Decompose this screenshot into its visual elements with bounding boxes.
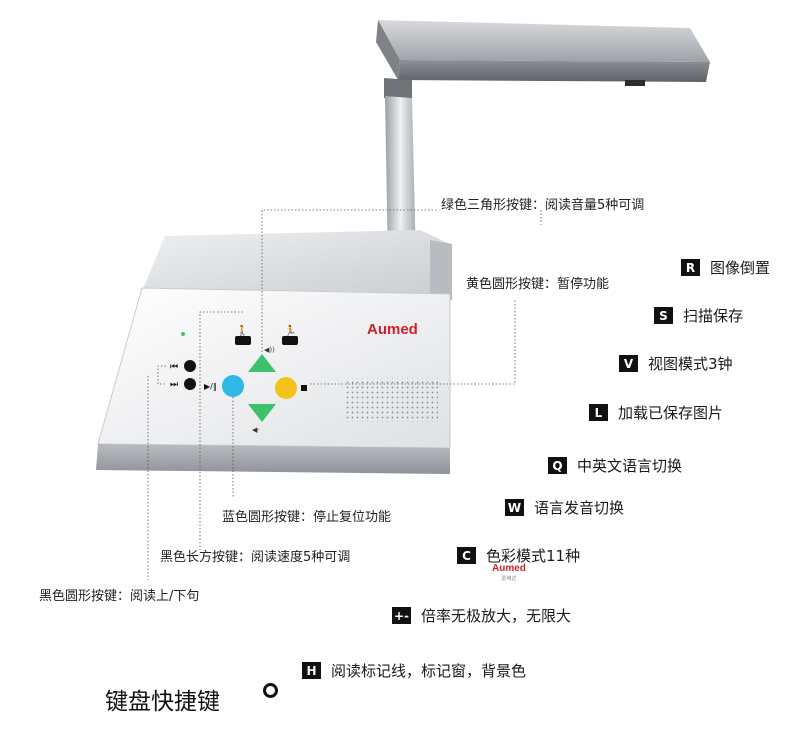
black-rect-button-fast [282, 336, 298, 345]
callout-green-triangle: 绿色三角形按键：阅读音量5种可调 [441, 198, 645, 213]
shortcut-s: S 扫描保存 [654, 305, 743, 326]
key-w-icon: W [505, 499, 524, 516]
shortcut-c: C 色彩模式11种 [457, 545, 580, 566]
walk-slow-icon: 🚶 [236, 324, 248, 337]
shortcut-v-label: 视图模式3钟 [648, 355, 733, 373]
key-plus-minus-icon: +- [392, 607, 411, 624]
shortcut-s-label: 扫描保存 [683, 307, 744, 325]
volume-up-icon: ◀)) [264, 346, 275, 354]
shortcut-l-label: 加载已保存图片 [618, 404, 724, 422]
shortcut-q-label: 中英文语言切换 [577, 457, 683, 475]
shortcut-h-label: 阅读标记线，标记窗，背景色 [331, 662, 527, 680]
scanner-base [96, 230, 452, 474]
blue-round-button [222, 375, 244, 397]
shortcut-q: Q 中英文语言切换 [548, 455, 682, 476]
camera-arm [376, 20, 710, 102]
shortcut-w-label: 语言发音切换 [534, 499, 625, 517]
shortcut-v: V 视图模式3钟 [619, 353, 733, 374]
color-mode-logo-sub: 爱维达 [501, 576, 517, 582]
key-v-icon: V [619, 355, 638, 372]
shortcut-c-label: 色彩模式11种 [486, 547, 581, 565]
shortcut-r-label: 图像倒置 [710, 259, 771, 277]
green-triangle-up [248, 354, 276, 372]
key-l-icon: L [589, 404, 608, 421]
yellow-round-button [275, 377, 297, 399]
key-r-icon: R [681, 259, 700, 276]
callout-black-rect: 黑色长方按键：阅读速度5种可调 [160, 550, 351, 565]
prev-icon: ⏮ [170, 362, 178, 372]
callout-black-round: 黑色圆形按键：阅读上/下句 [39, 589, 200, 604]
black-round-keys: ⏮ ⏭ [170, 360, 196, 390]
black-round-button-prev [184, 360, 196, 372]
speaker-grille [346, 378, 438, 422]
device-logo: Aumed [367, 321, 418, 338]
color-mode-logo: Aumed 爱维达 [492, 564, 526, 584]
key-c-icon: C [457, 547, 476, 564]
power-led [181, 332, 185, 336]
green-triangle-down [248, 404, 276, 422]
ring-icon [263, 683, 278, 698]
shortcut-w: W 语言发音切换 [505, 497, 624, 518]
black-round-button-next [184, 378, 196, 390]
next-icon: ⏭ [170, 380, 178, 390]
key-s-icon: S [654, 307, 673, 324]
page-title: 键盘快捷键 [105, 689, 220, 715]
shortcut-r: R 图像倒置 [681, 257, 770, 278]
run-fast-icon: 🏃 [284, 324, 296, 337]
shortcut-plus-minus: +- 倍率无极放大，无限大 [392, 605, 571, 626]
color-buttons: ◀)) ◀· ▶/‖ [204, 346, 307, 434]
shortcut-h: H 阅读标记线，标记窗，背景色 [302, 660, 526, 681]
key-q-icon: Q [548, 457, 567, 474]
shortcut-plus-minus-label: 倍率无极放大，无限大 [421, 607, 572, 625]
callout-yellow-round: 黄色圆形按键：暂停功能 [466, 277, 610, 292]
black-rect-keys: 🚶 🏃 [235, 324, 298, 345]
callout-leader-lines [147, 209, 542, 580]
shortcut-l: L 加载已保存图片 [589, 402, 723, 423]
callout-blue-round: 蓝色圆形按键：停止复位功能 [222, 510, 392, 525]
color-mode-logo-text: Aumed [492, 563, 526, 574]
key-h-icon: H [302, 662, 321, 679]
volume-down-icon: ◀· [252, 426, 260, 434]
stop-square-icon [301, 385, 307, 391]
play-pause-icon: ▶/‖ [204, 382, 217, 391]
black-rect-button-slow [235, 336, 251, 345]
